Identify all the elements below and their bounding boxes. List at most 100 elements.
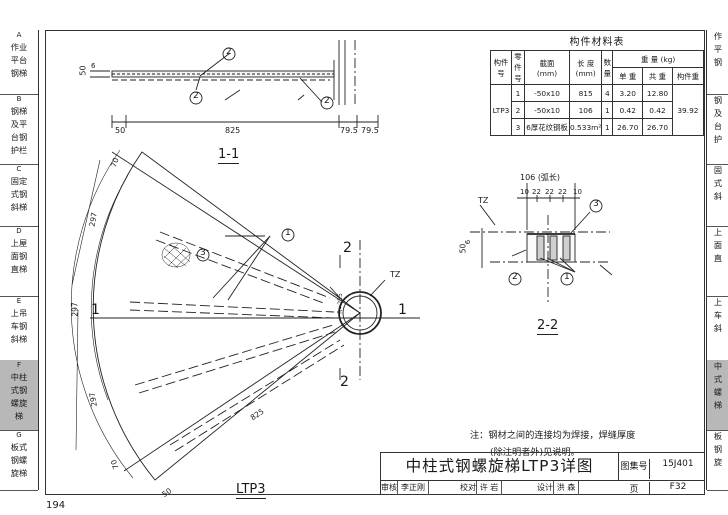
right-sidebar-label: 上 车 斜 — [713, 297, 723, 333]
weld-note-line-1: 注：钢材之间的连接均为焊接，焊缝厚度 — [470, 430, 636, 441]
header-member-weight: 构件重 — [671, 67, 705, 85]
section-2-2-label: 2-2 — [537, 318, 559, 335]
sidebar-label: 中柱 式钢 螺旋 梯 — [10, 372, 28, 421]
right-sidebar-label: 作 平 钢 — [713, 31, 723, 67]
right-sidebar-item-5[interactable]: 中 式 螺 梯 — [707, 360, 728, 431]
drawing-frame — [45, 30, 705, 495]
header-unit-weight: 单 重 — [612, 67, 644, 85]
role-check: 校对 — [460, 481, 477, 495]
section-2-2-drawing — [470, 183, 613, 305]
section-column-tag: TZ — [478, 196, 489, 205]
section-1-1-label: 1-1 — [218, 147, 240, 164]
callout-2-right: 2 — [324, 96, 330, 106]
sidebar-letter: G — [16, 431, 22, 439]
row-total: 26.70 — [642, 118, 673, 136]
callout-circles — [189, 47, 603, 286]
row-unit: 26.70 — [612, 118, 644, 136]
callout-1-plan: 1 — [285, 228, 291, 238]
drawing-title: 中柱式钢螺旋梯LTP3详图 — [381, 453, 619, 481]
sidebar-label: 固定 式钢 斜梯 — [10, 176, 28, 212]
header-total-weight: 共 重 — [642, 67, 673, 85]
header-qty: 数量 — [601, 50, 614, 85]
cut-mark-1-right: 1 — [398, 302, 407, 318]
sidebar-label: 上屋 面钢 直梯 — [10, 238, 28, 274]
row-section: -50x10 — [524, 84, 570, 102]
row-section: 6厚花纹钢板 — [524, 118, 570, 136]
section-1-1-drawing — [90, 40, 379, 128]
cut-mark-1-left: 1 — [91, 302, 100, 318]
sidebar-item-6[interactable]: G 板式 钢螺 旋梯 — [0, 430, 38, 491]
row-no: 2 — [511, 101, 525, 119]
name-check: 许 岩 — [477, 481, 502, 495]
callout-1-section: 1 — [564, 272, 570, 282]
part-group-cell: LTP3 — [490, 84, 512, 136]
right-sidebar-label: 固 式 斜 — [713, 165, 723, 201]
callout-2-top: 2 — [226, 47, 232, 57]
row-qty: 4 — [601, 84, 614, 102]
sidebar-item-0[interactable]: A 作业 平台 钢梯 — [0, 30, 38, 95]
right-sidebar-item-3[interactable]: 上 面 直 — [707, 226, 728, 297]
dim-79-5-b: 79.5 — [361, 126, 379, 135]
right-sidebar-label: 板 钢 旋 — [713, 431, 723, 467]
right-sidebar-label: 上 面 直 — [713, 227, 723, 263]
plan-label: LTP3 — [236, 482, 266, 499]
dim-825: 825 — [225, 126, 241, 135]
dim-thickness-small: 6 — [91, 62, 96, 70]
dim-thickness-6: 6 — [464, 239, 473, 245]
dim-10-b: 10 — [573, 188, 582, 196]
sidebar-item-3[interactable]: D 上屋 面钢 直梯 — [0, 226, 38, 297]
sidebar-letter: D — [16, 227, 22, 235]
header-weight: 重 量 (kg) — [612, 50, 704, 68]
right-sidebar-item-0[interactable]: 作 平 钢 — [707, 30, 728, 95]
header-part-no: 零件号 — [511, 50, 525, 85]
row-no: 3 — [511, 118, 525, 136]
sidebar-letter: C — [16, 165, 22, 173]
plan-radius: R=255 — [336, 293, 344, 314]
role-design: 设计 — [537, 481, 554, 495]
dim-height-50: 50 — [458, 243, 468, 254]
row-total: 0.42 — [642, 101, 673, 119]
sidebar-label: 板式 钢螺 旋梯 — [10, 442, 28, 478]
name-review: 李正刚 — [398, 481, 429, 495]
sidebar-letter: A — [16, 31, 22, 39]
checker-plate-hatch — [161, 242, 191, 269]
dim-22-c: 22 — [558, 188, 567, 196]
right-sidebar-item-2[interactable]: 固 式 斜 — [707, 164, 728, 227]
atlas-no: 15J401 — [662, 459, 694, 469]
page-label: 页 — [619, 482, 650, 495]
sidebar-label: 作业 平台 钢梯 — [10, 42, 28, 78]
dim-thickness: 50 — [78, 65, 88, 76]
dim-22-a: 22 — [532, 188, 541, 196]
right-index-sidebar: 作 平 钢钢 及 台 护固 式 斜上 面 直上 车 斜中 式 螺 梯板 钢 旋 — [706, 30, 728, 491]
row-length: 815 — [568, 84, 603, 102]
plan-fan-drawing — [70, 149, 420, 481]
material-table-caption: 构件材料表 — [569, 37, 625, 48]
role-review: 审核 — [381, 481, 398, 495]
plan-column-tag: TZ — [390, 270, 401, 279]
row-qty: 1 — [601, 118, 614, 136]
callout-2-section: 2 — [512, 272, 518, 282]
right-sidebar-label: 中 式 螺 梯 — [713, 361, 723, 410]
callout-3-section: 3 — [593, 199, 599, 209]
page-id: F32 — [669, 482, 687, 492]
plan-dim-297-b: 297 — [70, 302, 80, 317]
row-unit: 0.42 — [612, 101, 644, 119]
cut-mark-2-bottom: 2 — [340, 374, 349, 390]
right-sidebar-item-6[interactable]: 板 钢 旋 — [707, 430, 728, 491]
dim-22-b: 22 — [545, 188, 554, 196]
row-length: 0.533m² — [568, 118, 603, 136]
sidebar-item-2[interactable]: C 固定 式钢 斜梯 — [0, 164, 38, 227]
header-section: 截面 (mm) — [524, 50, 570, 85]
row-no: 1 — [511, 84, 525, 102]
right-sidebar-item-1[interactable]: 钢 及 台 护 — [707, 94, 728, 165]
page-number: 194 — [46, 500, 66, 511]
sidebar-letter: E — [16, 297, 22, 305]
dim-79-5-a: 79.5 — [340, 126, 358, 135]
cut-mark-2-top: 2 — [343, 240, 352, 256]
arc-length-label: 106 (弧长) — [520, 173, 561, 182]
sidebar-letter: B — [16, 95, 22, 103]
